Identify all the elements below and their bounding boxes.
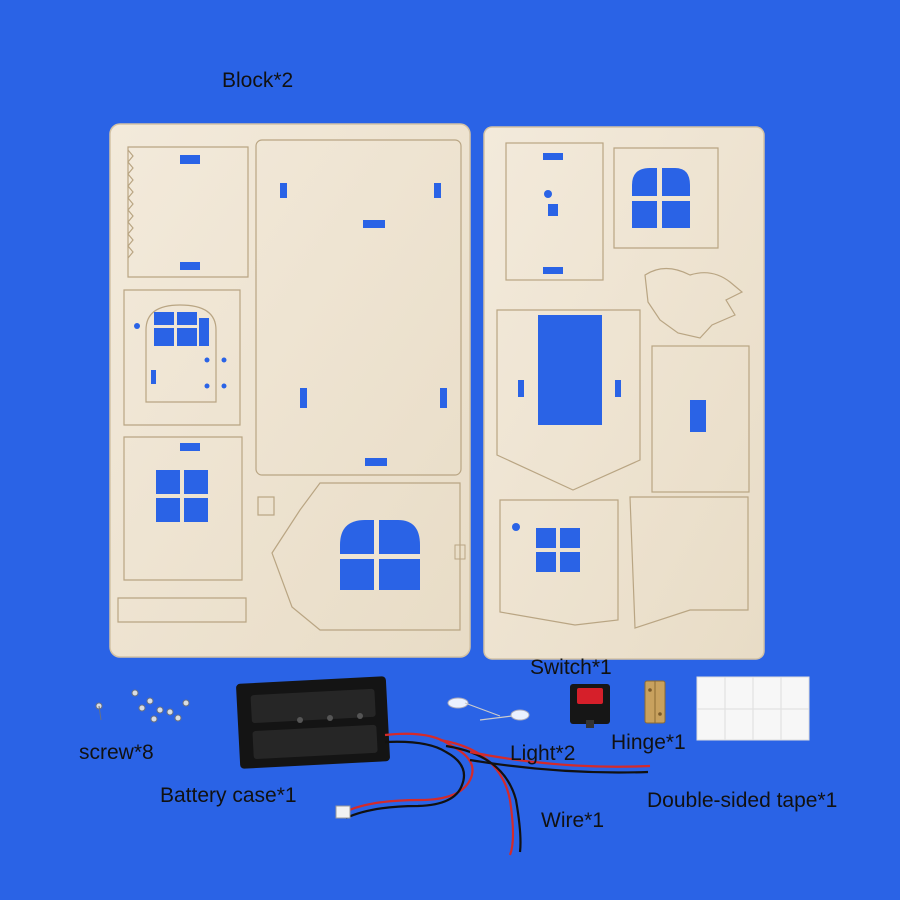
battery-case xyxy=(236,676,390,769)
label-double-sided-tape: Double-sided tape*1 xyxy=(647,789,838,812)
label-screw: screw*8 xyxy=(79,741,154,764)
label-battery-case: Battery case*1 xyxy=(160,784,297,807)
label-wire: Wire*1 xyxy=(541,809,605,832)
leds xyxy=(447,697,530,721)
wood-board-left xyxy=(109,123,471,658)
screws xyxy=(95,689,190,723)
rocker-switch xyxy=(570,684,610,728)
hinge xyxy=(644,680,666,724)
label-block: Block*2 xyxy=(222,69,294,92)
label-switch: Switch*1 xyxy=(530,656,612,679)
wires xyxy=(335,732,651,856)
wood-board-right xyxy=(483,126,765,660)
label-hinge: Hinge*1 xyxy=(611,731,686,754)
label-light: Light*2 xyxy=(510,742,576,765)
double-sided-tape xyxy=(696,676,810,741)
